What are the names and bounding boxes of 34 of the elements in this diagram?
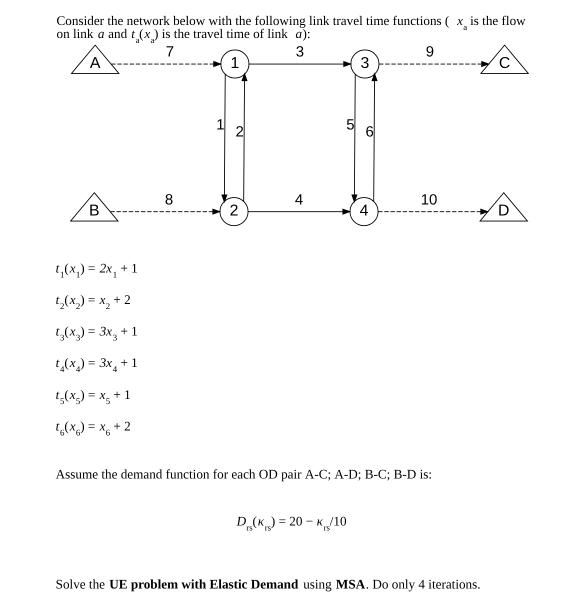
node-circle: 1 bbox=[220, 50, 250, 79]
edge-label: 7 bbox=[166, 44, 174, 61]
label: t$_{3}$(x$_{3}$) = 3x$_{3}$ + 1 bbox=[56, 324, 138, 343]
label: Solve the UE problem with Elastic Demand using MSA. Do only 4 iterations. bbox=[56, 576, 481, 592]
label: t$_{1}$(x$_{1}$) = 2x$_{1}$ + 1 bbox=[56, 260, 138, 280]
arrow bbox=[378, 60, 490, 68]
label: D$_{rs}$(κ$_{rs}$) = 20 − κ$_{rs}$/10 bbox=[236, 513, 347, 532]
diagram-title: Consider the network below with the following link travel time functions (x$_{a}$ is the flow on link a and t$_{a}$(x$_{a}$) is the travel time of link a): bbox=[56, 12, 526, 46]
edge-label: 3 bbox=[296, 44, 304, 61]
label: t$_{6}$(x$_{6}$) = x$_{6}$ + 2 bbox=[56, 418, 131, 438]
edge-label: 6 bbox=[366, 124, 374, 141]
arrow bbox=[248, 60, 352, 68]
edge-label: 8 bbox=[164, 191, 174, 208]
arrow bbox=[371, 72, 378, 202]
arrow bbox=[241, 72, 248, 202]
arrow bbox=[351, 73, 358, 204]
label: t$_{2}$(x$_{2}$) = x$_{2}$ + 2 bbox=[56, 292, 131, 311]
edge-label: 9 bbox=[426, 44, 434, 61]
arrow bbox=[378, 208, 490, 215]
node-circle: 3 bbox=[350, 50, 380, 79]
arrow bbox=[248, 208, 352, 215]
label: t$_{5}$(x$_{5}$) = x$_{5}$ + 1 bbox=[56, 386, 131, 406]
label: Assume the demand function for each OD pair A-C; A-D; B-C; B-D is: bbox=[56, 466, 432, 482]
arrow bbox=[110, 208, 222, 215]
node-circle: 4 bbox=[350, 197, 379, 226]
arrow bbox=[221, 73, 228, 204]
label: t$_{4}$(x$_{4}$) = 3x$_{4}$ + 1 bbox=[56, 355, 138, 374]
edge-label: 5 bbox=[346, 116, 355, 134]
arrow bbox=[110, 60, 222, 68]
edge-label: 4 bbox=[294, 191, 304, 208]
edge-label: 10 bbox=[420, 191, 438, 208]
node-circle: 2 bbox=[220, 197, 248, 226]
edge-label: 1 bbox=[216, 116, 225, 134]
edge-label: 2 bbox=[236, 124, 244, 141]
